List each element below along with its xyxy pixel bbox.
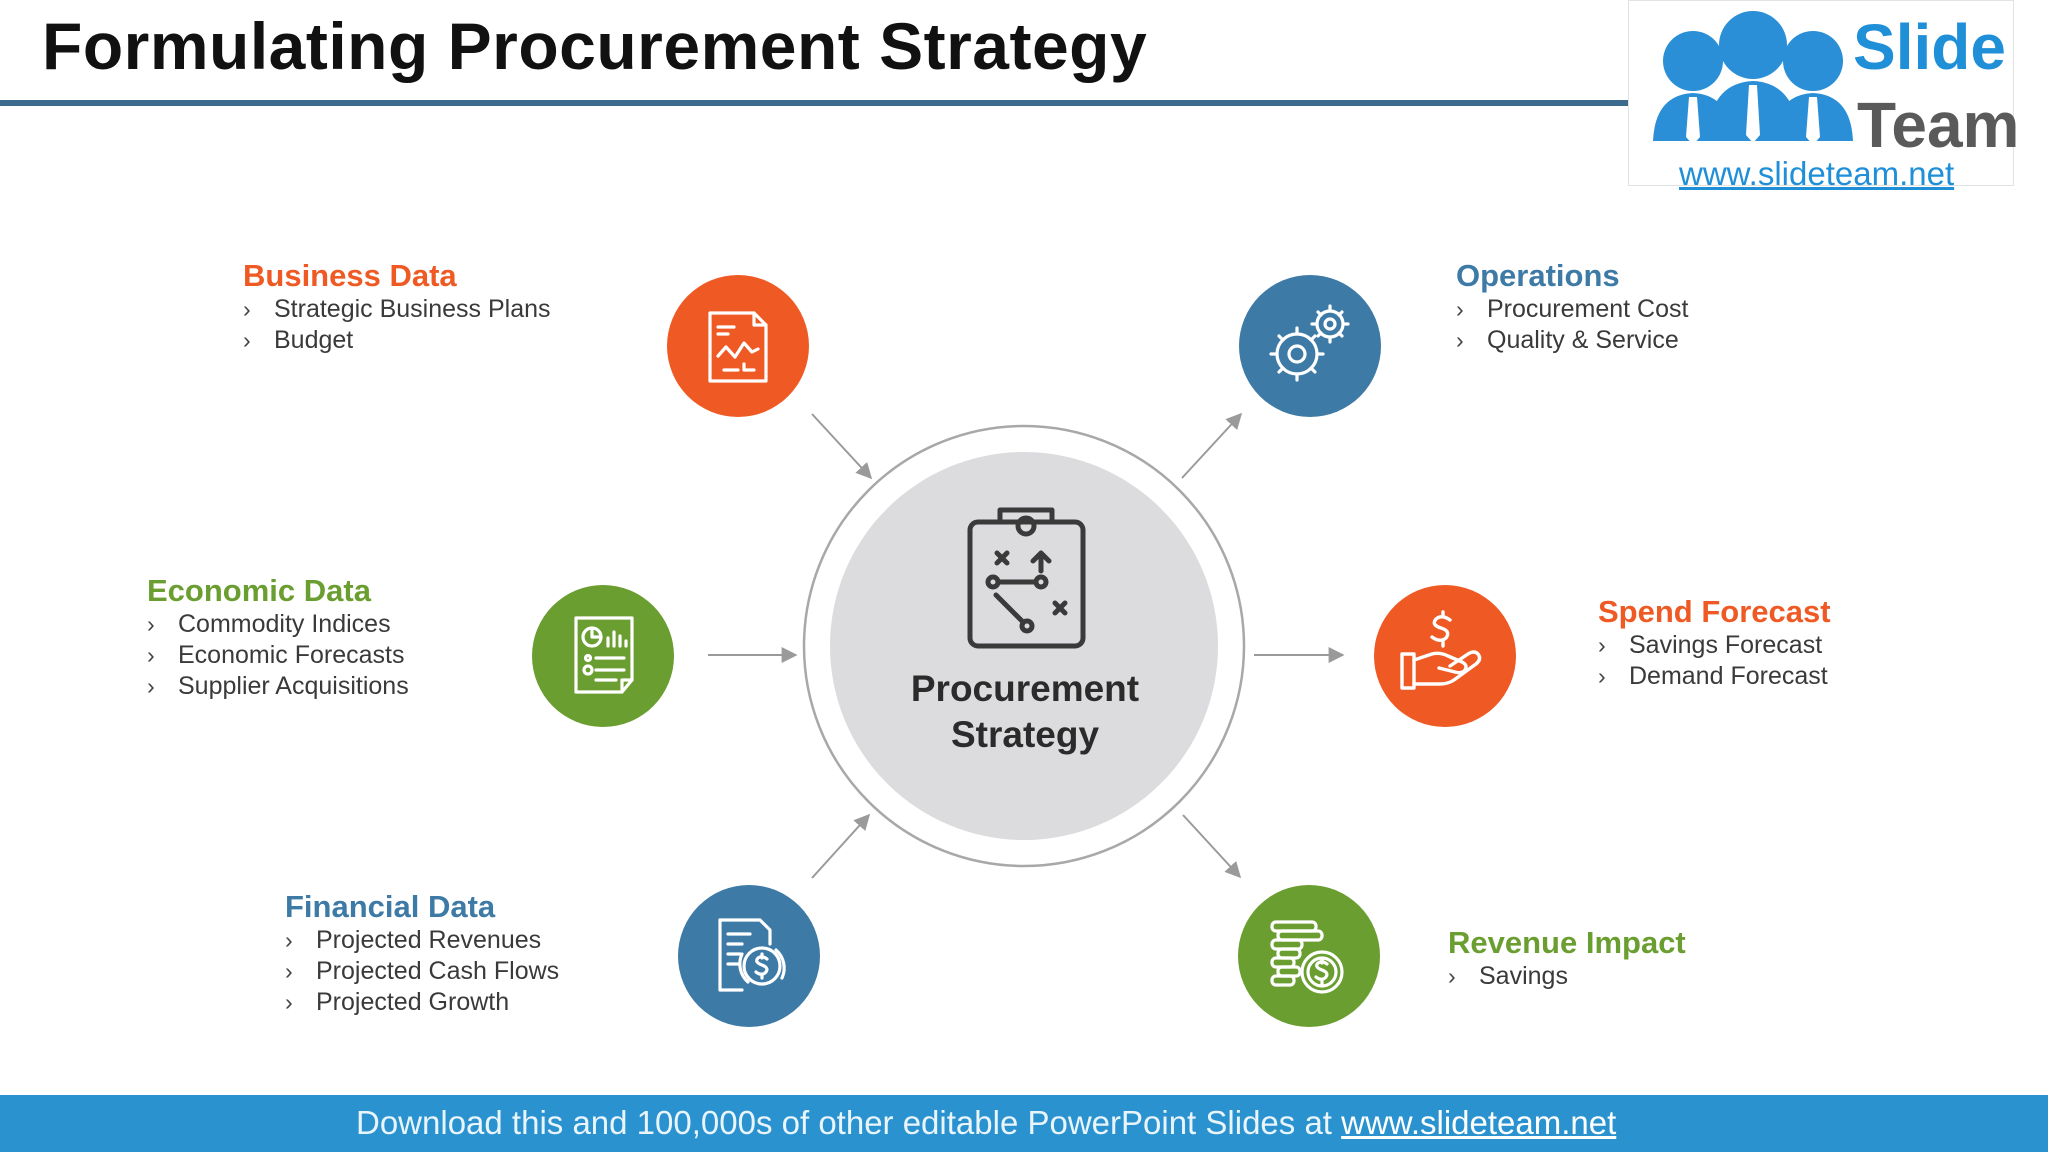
- group-list: ›Procurement Cost ›Quality & Service: [1456, 294, 1688, 356]
- report-analytics-icon: [574, 616, 634, 694]
- circle-operations: [1239, 275, 1381, 417]
- list-item: ›Projected Growth: [285, 988, 510, 1017]
- list-item: ›Commodity Indices: [147, 610, 391, 639]
- clipboard-strategy-icon: [967, 507, 1086, 649]
- list-item: ›Budget: [243, 326, 354, 355]
- chevron-right-icon: ›: [1456, 327, 1464, 354]
- circle-financial-data: [678, 885, 820, 1027]
- group-list: ›Strategic Business Plans ›Budget: [243, 294, 551, 356]
- circle-economic-data: [532, 585, 674, 727]
- list-item: ›Procurement Cost: [1456, 295, 1689, 324]
- group-revenue-impact: Revenue Impact ›Savings: [1448, 926, 1686, 992]
- chevron-right-icon: ›: [147, 642, 155, 669]
- list-item: ›Quality & Service: [1456, 326, 1679, 355]
- group-title: Operations: [1456, 258, 1620, 293]
- chevron-right-icon: ›: [1448, 963, 1456, 990]
- center-label: Procurement Strategy: [855, 666, 1195, 758]
- list-item: ›Projected Revenues: [285, 926, 542, 955]
- footer-banner: Download this and 100,000s of other edit…: [0, 1095, 2048, 1152]
- chevron-right-icon: ›: [1598, 663, 1606, 690]
- gears-icon: [1269, 304, 1350, 382]
- group-list: ›Savings: [1448, 961, 1686, 992]
- group-business-data: Business Data ›Strategic Business Plans …: [243, 259, 551, 356]
- circle-business-data: [667, 275, 809, 417]
- list-item: ›Savings Forecast: [1598, 631, 1823, 660]
- arrow-revenue-impact: [1182, 814, 1242, 879]
- chevron-right-icon: ›: [1456, 296, 1464, 323]
- footer-link[interactable]: www.slideteam.net: [1341, 1104, 1617, 1141]
- page-title: Formulating Procurement Strategy: [42, 9, 1148, 83]
- coins-dollar-icon: [1270, 920, 1344, 994]
- list-item: ›Savings: [1448, 962, 1568, 991]
- chevron-right-icon: ›: [147, 611, 155, 638]
- document-chart-icon: [708, 311, 768, 383]
- group-title: Economic Data: [147, 573, 371, 608]
- logo-url-link[interactable]: www.slideteam.net: [1679, 155, 1955, 192]
- group-title: Revenue Impact: [1448, 925, 1686, 960]
- people-icon: [1653, 11, 1853, 145]
- list-item: ›Projected Cash Flows: [285, 957, 560, 986]
- chevron-right-icon: ›: [243, 296, 251, 323]
- group-list: ›Savings Forecast ›Demand Forecast: [1598, 630, 1831, 692]
- chevron-right-icon: ›: [1598, 632, 1606, 659]
- cash-cycle-document-icon: [718, 918, 786, 992]
- arrow-operations: [1181, 412, 1243, 479]
- chevron-right-icon: ›: [285, 958, 293, 985]
- group-title: Financial Data: [285, 889, 496, 924]
- chevron-right-icon: ›: [243, 327, 251, 354]
- hand-dollar-icon: [1400, 610, 1482, 690]
- footer-text: Download this and 100,000s of other edit…: [356, 1104, 1617, 1141]
- list-item: ›Strategic Business Plans: [243, 295, 551, 324]
- chevron-right-icon: ›: [285, 927, 293, 954]
- title-underline: [0, 100, 1632, 106]
- logo-word-slide: Slide: [1853, 11, 2006, 83]
- group-title: Spend Forecast: [1598, 594, 1831, 629]
- center-label-line1: Procurement: [910, 668, 1140, 709]
- list-item: ›Economic Forecasts: [147, 641, 405, 670]
- group-list: ›Commodity Indices ›Economic Forecasts ›…: [147, 609, 409, 702]
- chevron-right-icon: ›: [147, 673, 155, 700]
- group-economic-data: Economic Data ›Commodity Indices ›Econom…: [147, 574, 409, 702]
- group-title: Business Data: [243, 258, 457, 293]
- logo-word-team: Team: [1857, 89, 2020, 161]
- group-list: ›Projected Revenues ›Projected Cash Flow…: [285, 925, 559, 1018]
- list-item: ›Demand Forecast: [1598, 662, 1828, 691]
- chevron-right-icon: ›: [285, 989, 293, 1016]
- slideteam-logo[interactable]: Slide Team www.slideteam.net: [1628, 0, 2019, 192]
- arrow-financial-data: [811, 813, 871, 879]
- center-label-line2: Strategy: [950, 714, 1100, 755]
- list-item: ›Supplier Acquisitions: [147, 672, 409, 701]
- group-financial-data: Financial Data ›Projected Revenues ›Proj…: [285, 890, 559, 1018]
- group-operations: Operations ›Procurement Cost ›Quality & …: [1456, 259, 1688, 356]
- group-spend-forecast: Spend Forecast ›Savings Forecast ›Demand…: [1598, 595, 1831, 692]
- arrow-business-data: [811, 413, 873, 480]
